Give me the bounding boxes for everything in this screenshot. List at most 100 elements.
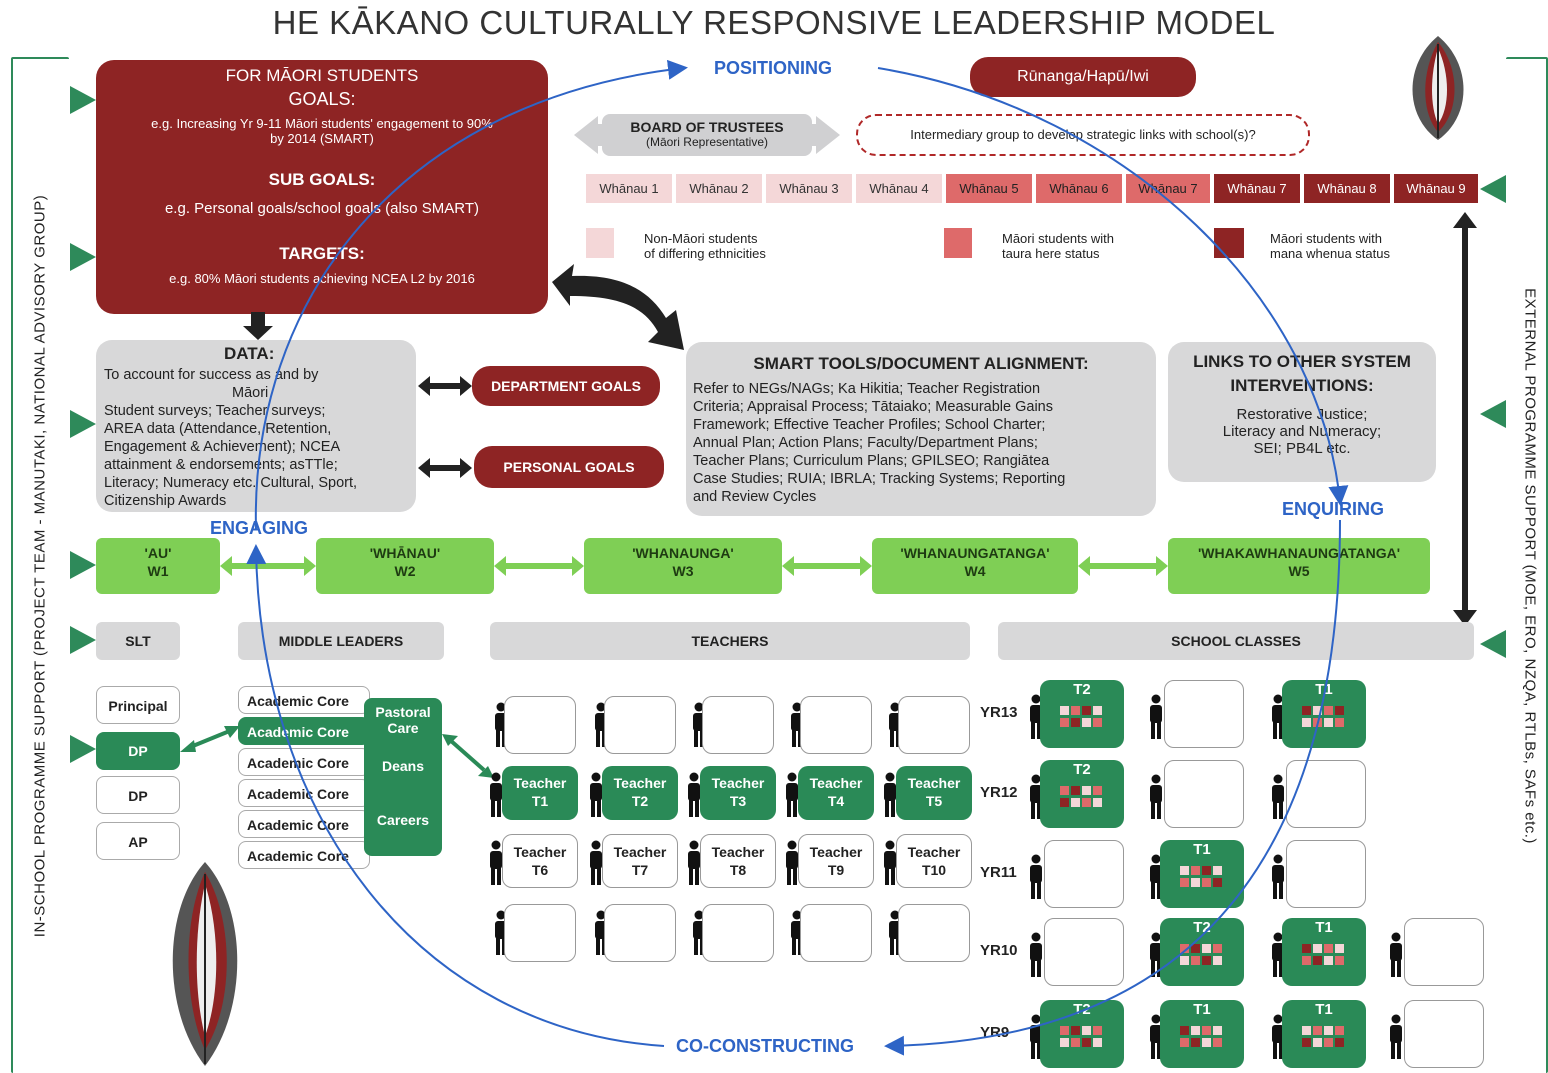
- smart-tools-line: Teacher Plans; Curriculum Plans; GPILSEO…: [693, 453, 1050, 469]
- smart-tools-text: Refer to NEGs/NAGs; Ka Hikitia; Teacher …: [693, 380, 1065, 506]
- student-square: [1313, 706, 1322, 715]
- w-stage-link-arrow: [1078, 556, 1168, 576]
- student-square: [1313, 1038, 1322, 1047]
- student-person-icon: [1030, 932, 1042, 977]
- teacher-label: Teacher: [711, 844, 765, 860]
- left-arrow-marker: [70, 243, 96, 271]
- legend-mana-line1: Māori students with: [1270, 231, 1382, 246]
- student-square: [1191, 956, 1200, 965]
- teacher-person-icon: [688, 840, 700, 885]
- class-slot-empty: [1164, 760, 1244, 828]
- header-middle-leaders: MIDDLE LEADERS: [238, 622, 444, 660]
- careers-label: Careers: [376, 812, 430, 828]
- student-square: [1324, 944, 1333, 953]
- w-stage-code: W4: [964, 563, 986, 579]
- pastoral-line-1: Pastoral: [375, 704, 431, 720]
- left-arrow-marker: [70, 410, 96, 438]
- left-arrow-marker: [70, 551, 96, 579]
- year-label: YR10: [980, 942, 1018, 959]
- teacher-person-icon: [786, 840, 798, 885]
- w-stage-link-arrow: [782, 556, 872, 576]
- class-box: T1: [1282, 680, 1366, 748]
- teacher-label: Teacher: [711, 775, 765, 791]
- legend-non-maori-line1: Non-Māori students: [644, 231, 758, 246]
- teacher-slot-empty: [800, 904, 872, 962]
- engaging-label: ENGAGING: [210, 518, 309, 538]
- academic-core-item: Academic Core: [238, 717, 370, 745]
- student-square: [1082, 706, 1091, 715]
- student-square: [1082, 786, 1091, 795]
- student-square: [1202, 956, 1211, 965]
- class-teacher-code: T1: [1315, 919, 1333, 936]
- teacher-label: Teacher: [907, 775, 961, 791]
- teacher-code: T7: [631, 862, 649, 878]
- class-slot-empty: [1044, 918, 1124, 986]
- student-square: [1202, 878, 1211, 887]
- student-square: [1324, 956, 1333, 965]
- student-square: [1180, 956, 1189, 965]
- student-square: [1191, 1026, 1200, 1035]
- student-person-icon: [1390, 1014, 1402, 1059]
- goals-heading: FOR MĀORI STUDENTS: [225, 66, 419, 85]
- student-square: [1302, 1038, 1311, 1047]
- whanau-box: Whānau 6: [1036, 174, 1122, 203]
- teacher-label: Teacher: [613, 844, 667, 860]
- student-square: [1093, 718, 1102, 727]
- smart-tools-line: Case Studies; RUIA; IBRLA; Tracking Syst…: [693, 471, 1066, 487]
- student-square: [1302, 1026, 1311, 1035]
- teacher-person-icon: [688, 772, 700, 817]
- class-box: T2: [1040, 760, 1124, 828]
- student-square: [1180, 878, 1189, 887]
- student-person-icon: [1272, 774, 1284, 819]
- student-square: [1082, 1026, 1091, 1035]
- teacher-label: Teacher: [613, 775, 667, 791]
- smart-tools-line: and Review Cycles: [693, 489, 817, 505]
- class-slot-empty: [1404, 1000, 1484, 1068]
- teacher-label: Teacher: [513, 775, 567, 791]
- academic-core-item: Academic Core: [238, 779, 370, 807]
- w-stage-link-arrow: [220, 556, 316, 576]
- year-label: YR11: [980, 864, 1017, 881]
- class-teacher-code: T2: [1073, 681, 1091, 698]
- targets-heading: TARGETS:: [279, 244, 365, 263]
- class-box: T1: [1160, 840, 1244, 908]
- teacher-slot-empty: [504, 904, 576, 962]
- runanga-hapu-iwi: Rūnanga/Hapū/Iwi: [970, 57, 1196, 97]
- class-teacher-code: T2: [1193, 919, 1211, 936]
- year-label: YR9: [980, 1024, 1010, 1041]
- pastoral-line-2: Care: [387, 720, 419, 736]
- data-line: Citizenship Awards: [104, 493, 227, 509]
- links-heading-2: INTERVENTIONS:: [1230, 376, 1374, 395]
- student-square: [1082, 718, 1091, 727]
- student-square: [1060, 786, 1069, 795]
- targets-example: e.g. 80% Māori students achieving NCEA L…: [169, 271, 475, 286]
- class-teacher-code: T2: [1073, 761, 1091, 778]
- student-person-icon: [1390, 932, 1402, 977]
- page-title: HE KĀKANO CULTURALLY RESPONSIVE LEADERSH…: [272, 4, 1276, 41]
- w-stage-code: W3: [672, 563, 694, 579]
- student-square: [1202, 944, 1211, 953]
- student-square: [1302, 944, 1311, 953]
- student-square: [1324, 1038, 1333, 1047]
- slt-ap: AP: [96, 822, 180, 860]
- vertical-double-arrow: [1453, 212, 1477, 626]
- student-square: [1202, 1026, 1211, 1035]
- w-stage-box: 'WHĀNAU'W2: [316, 538, 494, 594]
- teacher-label: Teacher: [513, 844, 567, 860]
- positioning-label: POSITIONING: [714, 58, 833, 78]
- student-square: [1191, 878, 1200, 887]
- dp-middle-link-arrow: [180, 726, 240, 752]
- data-text: To account for success as and by Māori S…: [104, 366, 357, 510]
- teacher-slot-empty: [898, 904, 970, 962]
- left-arrow-marker: [70, 86, 96, 114]
- academic-core-item: Academic Core: [238, 686, 370, 714]
- teacher-slot-empty: [898, 696, 970, 754]
- student-square: [1093, 798, 1102, 807]
- data-department-arrow: [418, 376, 472, 396]
- teacher-code: T1: [531, 793, 549, 809]
- pastoral-care-panel: Pastoral Care Deans Careers: [364, 698, 442, 856]
- teacher-slot-empty: [604, 904, 676, 962]
